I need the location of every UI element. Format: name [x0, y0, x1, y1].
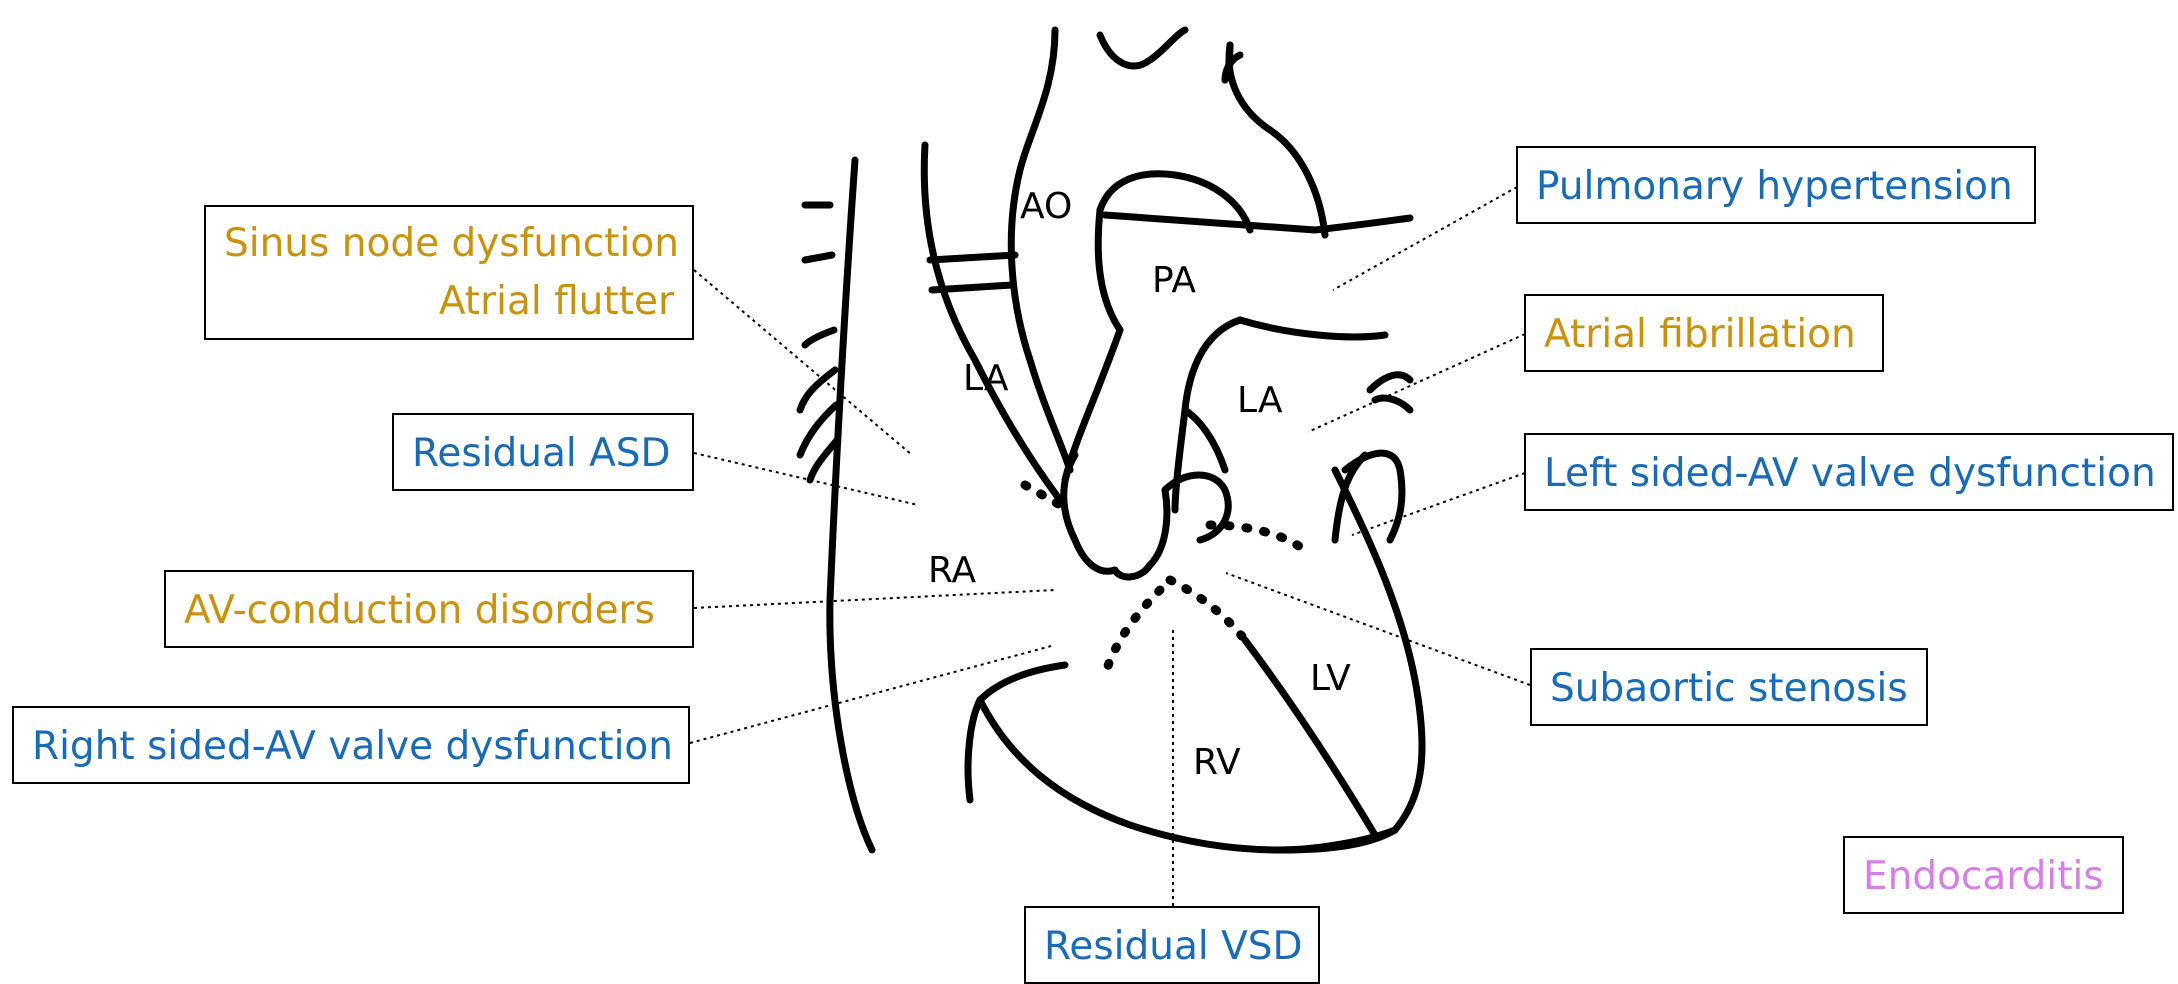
leader-sinus-node	[694, 270, 912, 455]
leader-pulmonary-htn	[1333, 187, 1517, 290]
right-heart-border	[830, 160, 872, 850]
vessel-band-1	[930, 255, 1015, 260]
label-ra: RA	[928, 550, 977, 591]
label-la-left: LA	[963, 358, 1009, 399]
callout-endocarditis: Endocarditis	[1843, 836, 2124, 914]
callout-av-conduction: AV-conduction disorders	[164, 570, 694, 648]
callout-pulmonary-htn: Pulmonary hypertension	[1516, 146, 2036, 224]
callout-right-av-valve: Right sided-AV valve dysfunction	[12, 706, 690, 784]
vein-branch-3	[805, 330, 834, 345]
septal-dots	[1170, 580, 1245, 640]
leader-subaortic	[1226, 573, 1530, 685]
callout-residual-vsd: Residual VSD	[1024, 906, 1320, 984]
callout-atrial-fib-text: Atrial fibrillation	[1544, 312, 1856, 357]
callout-sinus-node-line1: Sinus node dysfunction	[224, 215, 674, 273]
la-right-loop	[1345, 453, 1402, 540]
callout-sinus-node: Sinus node dysfunction Atrial flutter	[204, 205, 694, 340]
pa-top	[1105, 215, 1410, 230]
pa-right-branch	[1240, 320, 1385, 337]
callout-atrial-flutter-line2: Atrial flutter	[224, 273, 674, 331]
la-right-upper	[1370, 375, 1410, 390]
aorta-left-wall	[1011, 30, 1070, 470]
vein-branch-2	[805, 255, 832, 260]
label-rv: RV	[1193, 742, 1241, 783]
callout-left-av-valve: Left sided-AV valve dysfunction	[1524, 433, 2174, 511]
mitral-dots	[1210, 525, 1310, 555]
callout-subaortic: Subaortic stenosis	[1530, 648, 1928, 726]
callout-left-av-valve-text: Left sided-AV valve dysfunction	[1544, 451, 2156, 496]
leader-left-av-valve	[1352, 473, 1525, 535]
callout-av-conduction-text: AV-conduction disorders	[184, 588, 655, 633]
callout-right-av-valve-text: Right sided-AV valve dysfunction	[32, 724, 673, 769]
aortic-root-inner	[1185, 410, 1225, 470]
label-ao: AO	[1020, 186, 1072, 227]
aortic-arch-top	[1100, 30, 1185, 66]
callout-residual-asd: Residual ASD	[392, 413, 694, 491]
label-la-right: LA	[1237, 380, 1283, 421]
callout-residual-vsd-text: Residual VSD	[1044, 924, 1303, 969]
callout-residual-asd-text: Residual ASD	[412, 431, 671, 476]
tricuspid-dots-lower	[1105, 590, 1160, 675]
leader-atrial-fib	[1308, 334, 1525, 432]
callout-subaortic-text: Subaortic stenosis	[1550, 666, 1908, 711]
leader-lines	[690, 187, 1530, 906]
vessel-band-2	[932, 285, 1012, 290]
heart-bottom	[980, 700, 1395, 850]
leader-av-conduction	[694, 590, 1055, 608]
leader-residual-asd	[694, 453, 918, 505]
aortic-arch-right	[1229, 45, 1325, 235]
la-right-vein	[1375, 398, 1410, 410]
pa-trunk-left	[1098, 210, 1120, 330]
aortic-root	[1064, 455, 1167, 577]
callout-pulmonary-htn-text: Pulmonary hypertension	[1536, 164, 2013, 209]
callout-endocarditis-text: Endocarditis	[1863, 854, 2104, 899]
pa-lower	[1175, 320, 1240, 510]
ra-lower-curve	[980, 665, 1065, 700]
rv-left-wall	[968, 700, 980, 800]
label-lv: LV	[1310, 658, 1351, 699]
callout-atrial-fib: Atrial fibrillation	[1524, 294, 1884, 372]
label-pa: PA	[1152, 260, 1196, 301]
